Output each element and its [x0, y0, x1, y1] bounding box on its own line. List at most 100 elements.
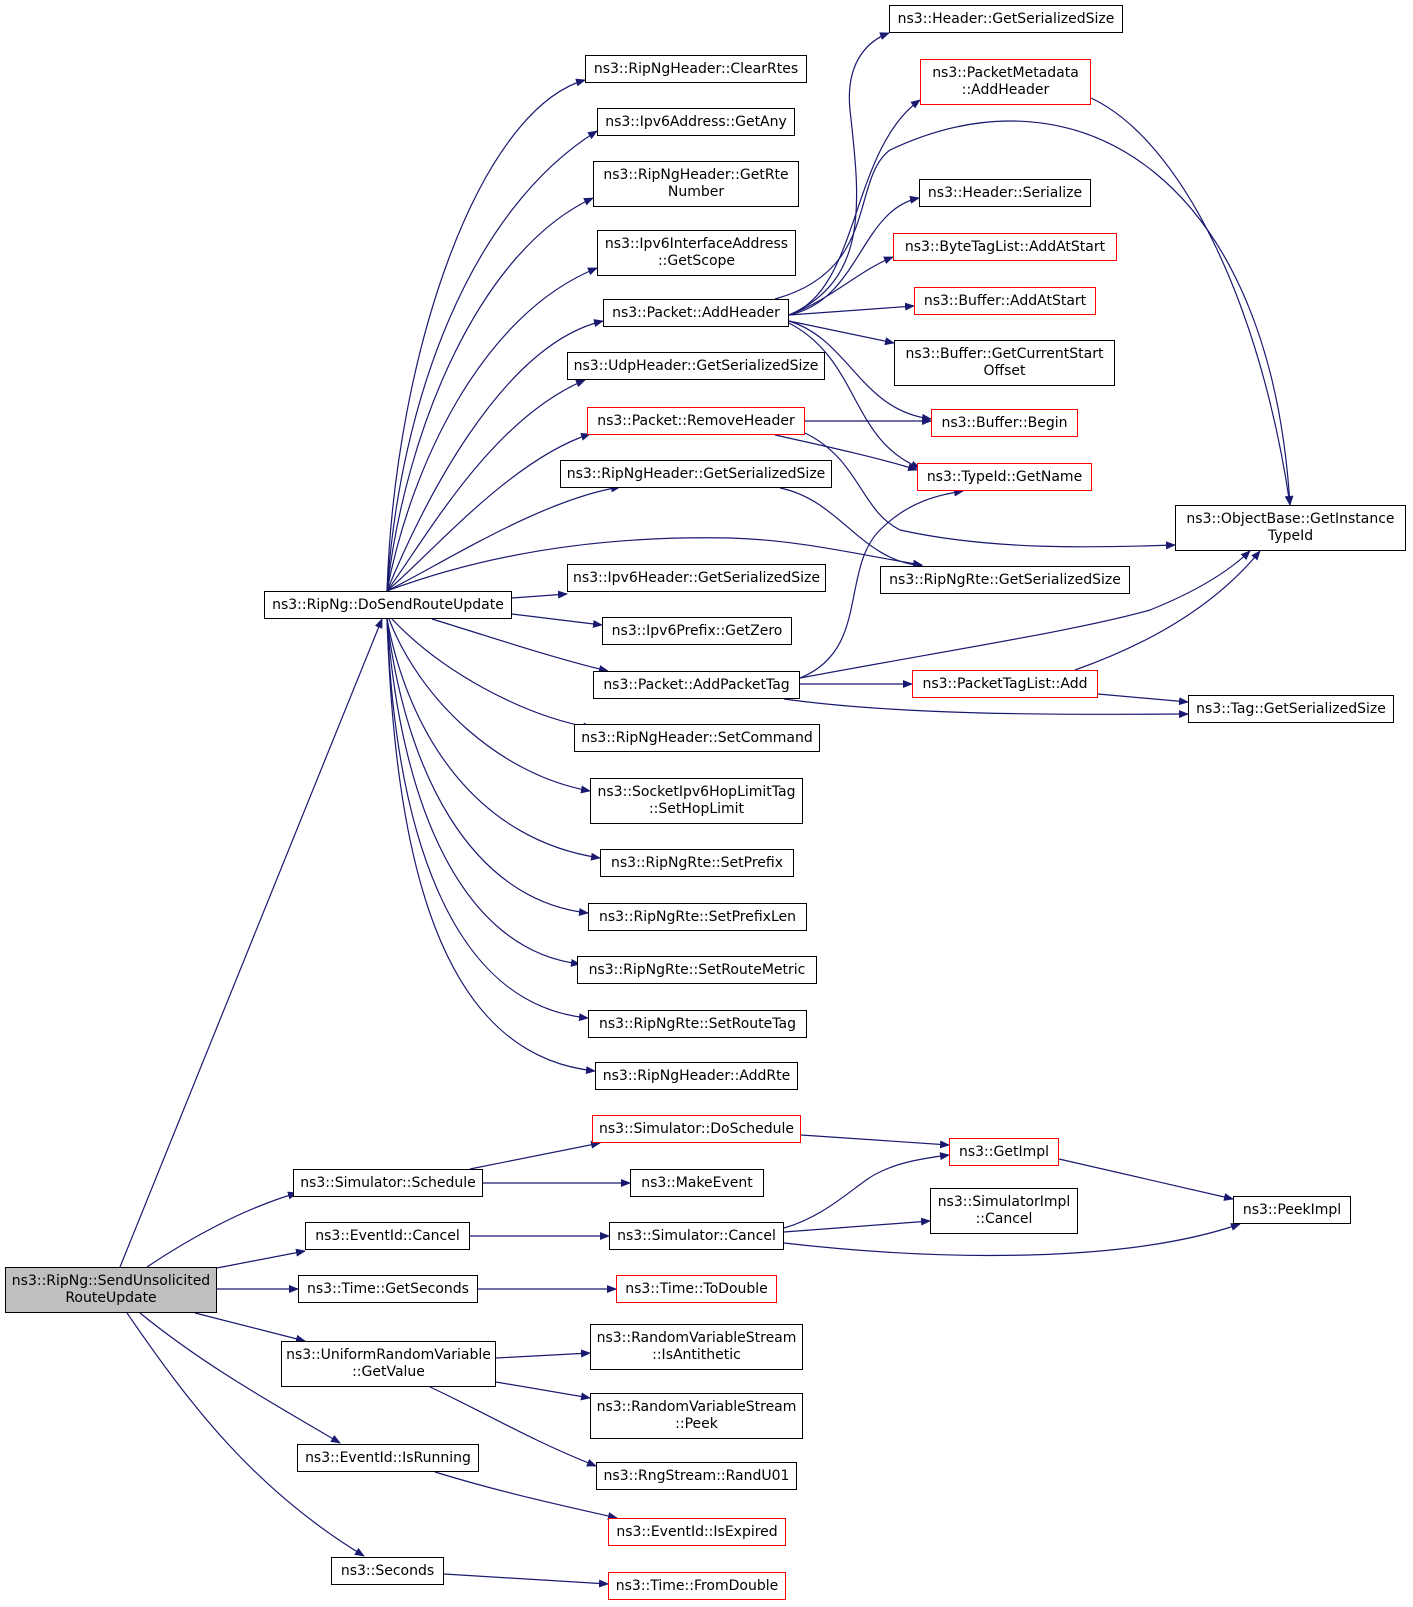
node-root-send-unsolicited-route-update: ns3::RipNg::SendUnsolicited RouteUpdate	[5, 1267, 217, 1313]
node-ipv6-address-get-any[interactable]: ns3::Ipv6Address::GetAny	[597, 108, 795, 136]
node-ipv6-header-get-serialized-size[interactable]: ns3::Ipv6Header::GetSerializedSize	[567, 564, 826, 592]
edge-pt-tag_ser	[783, 698, 1189, 719]
node-buffer-begin[interactable]: ns3::Buffer::Begin	[931, 409, 1078, 437]
edge-ds-zero	[511, 613, 603, 628]
edge-ah-begin	[788, 320, 932, 422]
node-ipv6-interface-address-get-scope[interactable]: ns3::Ipv6InterfaceAddress ::GetScope	[597, 230, 796, 276]
edge-ds-set_command	[391, 618, 593, 731]
node-packet-remove-header[interactable]: ns3::Packet::RemoveHeader	[587, 407, 805, 435]
edge-ds-remove_header	[386, 432, 591, 592]
edge-ds-udp	[386, 379, 586, 592]
edge-ptl-tag_ser	[1097, 693, 1189, 706]
node-ripng-rte-set-prefix-len[interactable]: ns3::RipNgRte::SetPrefixLen	[588, 903, 807, 931]
edge-ds-get_any	[386, 130, 598, 592]
edge-ds-get_scope	[386, 267, 598, 592]
node-typeid-get-name[interactable]: ns3::TypeId::GetName	[917, 463, 1092, 491]
edge-urv-peek	[495, 1381, 591, 1401]
node-ipv6-prefix-get-zero[interactable]: ns3::Ipv6Prefix::GetZero	[602, 617, 792, 645]
edge-root-do_send	[119, 618, 383, 1268]
node-rng-stream-rand-u01[interactable]: ns3::RngStream::RandU01	[596, 1462, 797, 1490]
node-eventid-cancel[interactable]: ns3::EventId::Cancel	[305, 1222, 470, 1250]
node-ripng-rte-get-serialized-size[interactable]: ns3::RipNgRte::GetSerializedSize	[880, 566, 1130, 594]
edge-urv-rand	[429, 1386, 597, 1467]
node-ripng-header-set-command[interactable]: ns3::RipNgHeader::SetCommand	[574, 724, 820, 752]
edge-root-urv_get_value	[194, 1312, 306, 1343]
edge-pt-get_name	[799, 488, 964, 679]
edge-pm-ob_instance	[1090, 97, 1293, 506]
edge-ds-add_tag	[431, 618, 609, 673]
edge-rh-get_name	[774, 434, 918, 472]
edge-ds-set_prefix	[386, 618, 601, 861]
node-time-from-double[interactable]: ns3::Time::FromDouble	[608, 1572, 786, 1600]
edge-ds2-get_impl	[800, 1134, 950, 1149]
node-ripng-rte-set-route-metric[interactable]: ns3::RipNgRte::SetRouteMetric	[577, 956, 817, 984]
node-header-serialize[interactable]: ns3::Header::Serialize	[919, 179, 1091, 207]
node-packet-add-packet-tag[interactable]: ns3::Packet::AddPacketTag	[593, 671, 800, 699]
node-time-get-seconds[interactable]: ns3::Time::GetSeconds	[298, 1275, 478, 1303]
node-ripng-header-clear-rtes[interactable]: ns3::RipNgHeader::ClearRtes	[585, 55, 807, 83]
edge-ir-expired	[434, 1471, 618, 1520]
edge-ds-hop_limit	[388, 618, 591, 794]
node-seconds[interactable]: ns3::Seconds	[331, 1557, 444, 1585]
edge-rh-ob_instance	[804, 432, 1176, 550]
edge-root-sim_schedule	[146, 1191, 298, 1268]
edge-sc-simimpl	[783, 1217, 931, 1233]
edge-ah-header_serialize	[788, 195, 920, 316]
node-time-to-double[interactable]: ns3::Time::ToDouble	[616, 1275, 777, 1303]
node-simulator-schedule[interactable]: ns3::Simulator::Schedule	[293, 1169, 483, 1197]
node-simulator-cancel[interactable]: ns3::Simulator::Cancel	[609, 1222, 784, 1250]
edge-ds-ipv6hdr	[511, 590, 568, 599]
node-ripng-rte-set-route-tag[interactable]: ns3::RipNgRte::SetRouteTag	[588, 1010, 807, 1038]
edge-ds-clear_rtes	[386, 78, 586, 592]
edge-rhs-rte_ser	[779, 487, 923, 570]
edge-ah-btl	[788, 256, 894, 316]
node-packet-add-header[interactable]: ns3::Packet::AddHeader	[603, 299, 789, 327]
node-packet-tag-list-add[interactable]: ns3::PacketTagList::Add	[912, 670, 1098, 698]
edge-ah-header_ser	[788, 32, 890, 316]
edge-ah-pm_add	[788, 99, 921, 316]
node-simulator-impl-cancel[interactable]: ns3::SimulatorImpl ::Cancel	[930, 1188, 1078, 1234]
edge-root-eventid_cancel	[216, 1248, 306, 1269]
node-urv-get-value[interactable]: ns3::UniformRandomVariable ::GetValue	[281, 1341, 496, 1387]
edge-ds-route_metric	[386, 618, 581, 967]
node-packet-metadata-add-header[interactable]: ns3::PacketMetadata ::AddHeader	[920, 59, 1091, 105]
node-ripng-header-get-rte-number[interactable]: ns3::RipNgHeader::GetRte Number	[593, 161, 799, 207]
edge-gi-peek_impl	[1058, 1158, 1234, 1201]
edge-ah-buffer_add	[788, 302, 915, 316]
node-make-event[interactable]: ns3::MakeEvent	[630, 1169, 764, 1197]
edge-ah-get_name	[788, 322, 921, 469]
edge-ds-rte_number	[386, 197, 594, 592]
node-ripng-header-get-serialized-size[interactable]: ns3::RipNgHeader::GetSerializedSize	[560, 460, 832, 488]
node-object-base-get-instance-typeid[interactable]: ns3::ObjectBase::GetInstance TypeId	[1175, 505, 1406, 551]
node-peek-impl[interactable]: ns3::PeekImpl	[1233, 1196, 1351, 1224]
edge-sec-from_double	[443, 1573, 609, 1588]
edge-ds-add_rte	[386, 618, 596, 1075]
edge-ds-rte_ser	[386, 537, 923, 592]
edge-root-seconds	[126, 1312, 365, 1557]
edge-ds-prefix_len	[386, 618, 589, 916]
node-socket-ipv6-hop-limit-tag-set-hop-limit[interactable]: ns3::SocketIpv6HopLimitTag ::SetHopLimit	[590, 778, 803, 824]
node-ripng-rte-set-prefix[interactable]: ns3::RipNgRte::SetPrefix	[600, 849, 794, 877]
node-rvs-peek[interactable]: ns3::RandomVariableStream ::Peek	[590, 1393, 803, 1439]
edge-urv-antithetic	[495, 1349, 591, 1359]
edge-ptl-ob_instance	[1074, 550, 1261, 671]
node-buffer-get-current-start-offset[interactable]: ns3::Buffer::GetCurrentStart Offset	[894, 340, 1115, 386]
edge-ah-ob_instance	[774, 120, 1294, 506]
node-eventid-is-running[interactable]: ns3::EventId::IsRunning	[297, 1444, 479, 1472]
node-eventid-is-expired[interactable]: ns3::EventId::IsExpired	[608, 1518, 786, 1546]
edge-root-eventid_is_running	[139, 1312, 341, 1444]
node-do-send-route-update[interactable]: ns3::RipNg::DoSendRouteUpdate	[264, 591, 512, 619]
node-byte-tag-list-add-at-start[interactable]: ns3::ByteTagList::AddAtStart	[893, 233, 1117, 261]
node-get-impl[interactable]: ns3::GetImpl	[949, 1138, 1059, 1166]
edge-ds-route_tag	[386, 618, 589, 1022]
node-ripng-header-add-rte[interactable]: ns3::RipNgHeader::AddRte	[595, 1062, 798, 1090]
edge-sc-peek_impl	[783, 1223, 1241, 1257]
node-simulator-do-schedule[interactable]: ns3::Simulator::DoSchedule	[592, 1115, 801, 1143]
node-rvs-is-antithetic[interactable]: ns3::RandomVariableStream ::IsAntithetic	[590, 1324, 803, 1370]
node-buffer-add-at-start[interactable]: ns3::Buffer::AddAtStart	[914, 287, 1096, 315]
node-udp-header-get-serialized-size[interactable]: ns3::UdpHeader::GetSerializedSize	[567, 352, 825, 380]
node-header-get-serialized-size[interactable]: ns3::Header::GetSerializedSize	[889, 5, 1123, 33]
edge-ah-cur_start	[788, 320, 895, 346]
edge-pt-ob_instance	[799, 550, 1251, 679]
node-tag-get-serialized-size[interactable]: ns3::Tag::GetSerializedSize	[1188, 695, 1394, 723]
